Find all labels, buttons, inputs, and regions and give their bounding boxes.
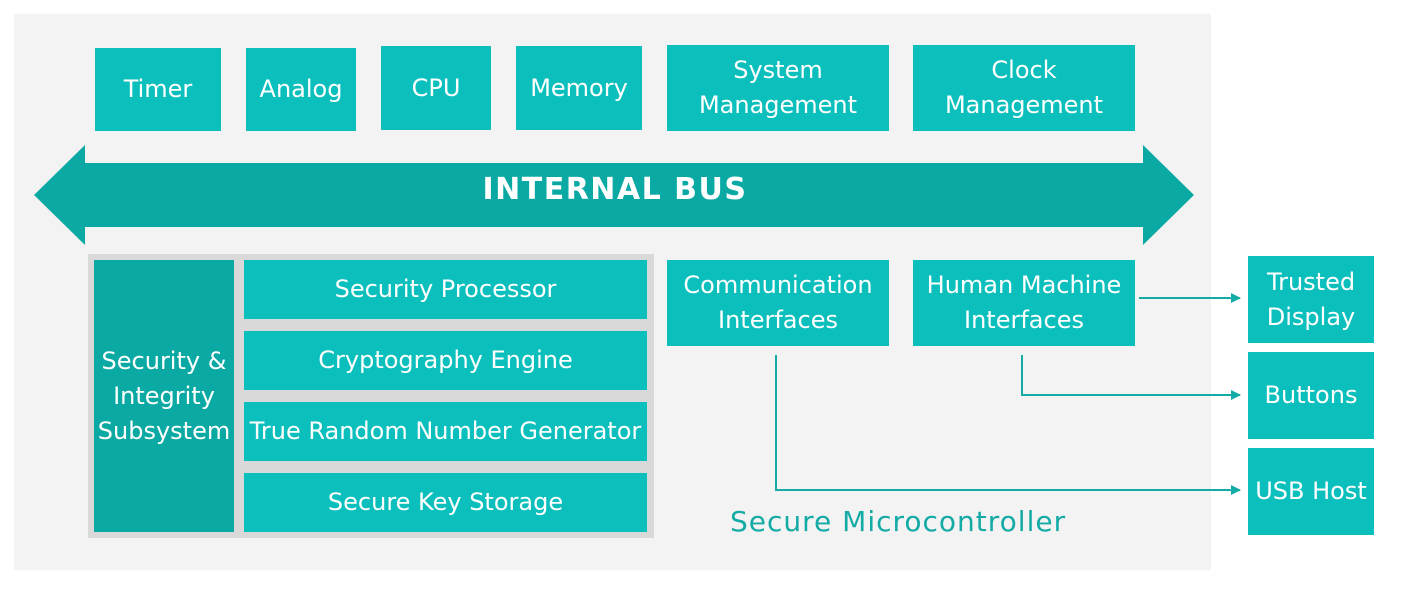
hmi-to-buttons-connector	[1021, 355, 1241, 400]
usb-host-block: USB Host	[1248, 448, 1374, 535]
communication-to-usb-host-connector	[775, 355, 1241, 495]
secure-key-storage-block: Secure Key Storage	[244, 473, 647, 532]
secure-microcontroller-label: Secure Microcontroller	[730, 505, 1067, 538]
clock-management-block: Clock Management	[913, 45, 1135, 131]
security-integrity-subsystem-block: Security & Integrity Subsystem	[94, 260, 234, 532]
internal-bus-arrow	[34, 145, 1194, 245]
trng-block: True Random Number Generator	[244, 402, 647, 461]
analog-block: Analog	[246, 48, 356, 131]
memory-block: Memory	[516, 46, 642, 130]
timer-block: Timer	[95, 48, 221, 131]
communication-interfaces-block: Communication Interfaces	[667, 260, 889, 346]
cryptography-engine-block: Cryptography Engine	[244, 331, 647, 390]
cpu-block: CPU	[381, 46, 491, 130]
internal-bus-label: INTERNAL BUS	[482, 172, 748, 207]
system-management-block: System Management	[667, 45, 889, 131]
human-machine-interfaces-block: Human Machine Interfaces	[913, 260, 1135, 346]
buttons-block: Buttons	[1248, 352, 1374, 439]
security-processor-block: Security Processor	[244, 260, 647, 319]
trusted-display-block: Trusted Display	[1248, 256, 1374, 343]
